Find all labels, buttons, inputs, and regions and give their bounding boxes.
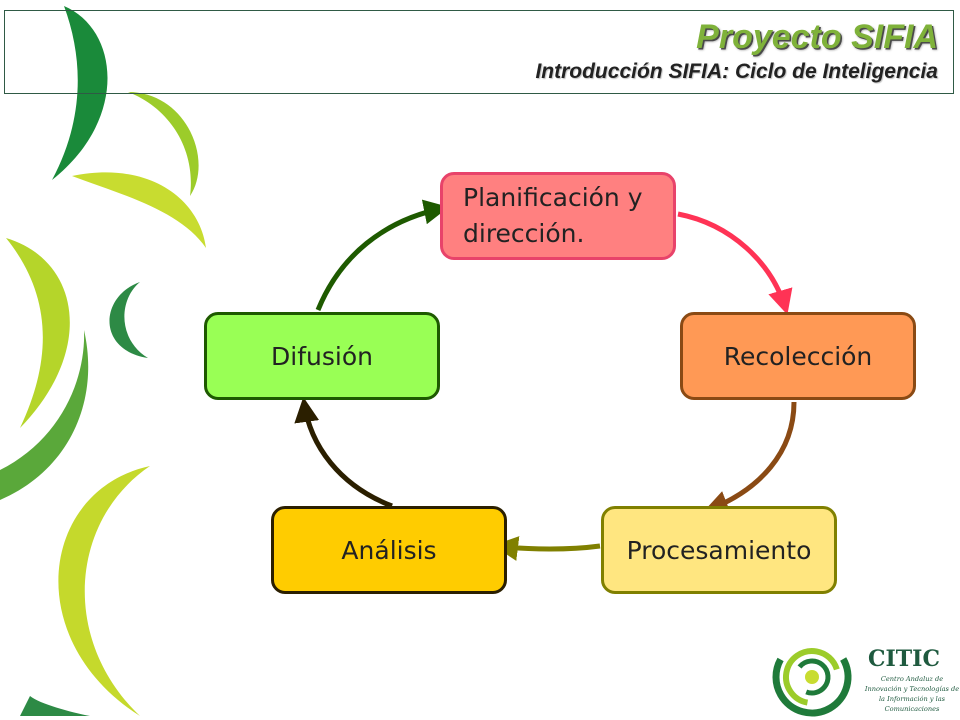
logo-description: Centro Andaluz de Innovación y Tecnologí… bbox=[864, 675, 960, 713]
crescent-shapes bbox=[0, 6, 206, 716]
crescent-4 bbox=[6, 238, 70, 428]
header-box bbox=[4, 10, 954, 94]
crescent-7 bbox=[58, 466, 150, 716]
page-subtitle: Introducción SIFIA: Ciclo de Inteligenci… bbox=[535, 60, 938, 83]
crescent-3 bbox=[72, 172, 206, 248]
arrow-planificacion-to-recoleccion bbox=[677, 211, 793, 315]
node-procesamiento: Procesamiento bbox=[601, 506, 837, 594]
crescent-2 bbox=[128, 92, 199, 196]
crescent-6 bbox=[0, 330, 89, 500]
arrow-difusion-to-planificacion bbox=[315, 199, 449, 311]
citic-swirl-icon bbox=[772, 637, 852, 717]
arrow-recoleccion-to-procesamiento bbox=[703, 401, 797, 515]
node-analisis: Análisis bbox=[271, 506, 507, 594]
arrow-procesamiento-to-analisis bbox=[493, 536, 601, 561]
logo-name: CITIC bbox=[868, 646, 940, 672]
citic-logo: CITIC Centro Andaluz de Innovación y Tec… bbox=[770, 636, 960, 718]
page-title: Proyecto SIFIA bbox=[696, 18, 938, 56]
crescent-8 bbox=[20, 696, 90, 716]
node-planificacion: Planificación y dirección. bbox=[440, 172, 676, 260]
arrow-analisis-to-difusion bbox=[294, 397, 393, 509]
node-recoleccion: Recolección bbox=[680, 312, 916, 400]
crescent-5 bbox=[109, 282, 148, 358]
node-difusion: Difusión bbox=[204, 312, 440, 400]
